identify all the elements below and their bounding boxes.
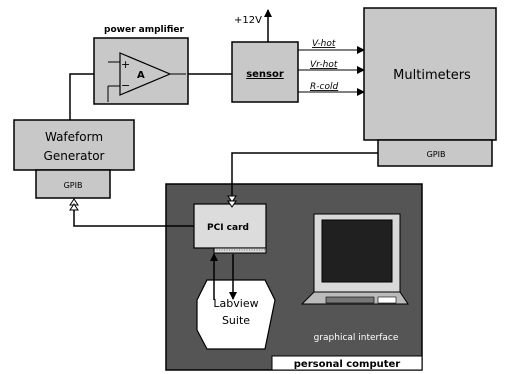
- multimeters-gpib-box: [377, 139, 493, 167]
- pci-card-connector: [213, 247, 267, 254]
- power-amplifier-title: power amplifier: [104, 25, 184, 35]
- waveform-generator-line1: Wafeform: [45, 130, 103, 144]
- labview-line1: Labview: [213, 297, 258, 310]
- multimeters-gpib-label: GPIB: [427, 150, 446, 159]
- gpib-connector-icon: [227, 200, 237, 208]
- generator-gpib-label: GPIB: [64, 181, 83, 190]
- multimeters-label: Multimeters: [393, 68, 471, 83]
- vr-hot-label: Vr-hot: [310, 60, 338, 70]
- pci-card-label: PCI card: [207, 223, 249, 233]
- waveform-generator-line2: Generator: [44, 149, 105, 163]
- personal-computer-label-box: [271, 355, 423, 371]
- waveform-generator-box: [13, 119, 135, 171]
- sensor-box: [231, 41, 299, 103]
- amp-plus-sign: +: [121, 58, 130, 71]
- r-cold-label: R-cold: [310, 82, 338, 92]
- labview-line2: Suite: [222, 314, 250, 327]
- generator-gpib-cable: [73, 208, 194, 227]
- sensor-label: sensor: [246, 69, 284, 80]
- pci-card: [193, 203, 267, 249]
- amp-minus-sign: −: [121, 79, 130, 92]
- multimeter-gpib-cable: [231, 152, 378, 198]
- generator-gpib-box: [35, 169, 111, 199]
- amplifier-symbol: [119, 52, 172, 96]
- generator-to-amp-wire: [69, 73, 94, 120]
- multimeters-box: [363, 7, 497, 141]
- v-hot-label: V-hot: [312, 39, 336, 49]
- supply-label: +12V: [234, 15, 262, 26]
- computer-monitor-icon: [300, 213, 409, 305]
- labview-suite-shape: [196, 279, 276, 350]
- graphical-interface-label: graphical interface: [314, 333, 399, 343]
- gpib-connector-icon: [227, 195, 237, 203]
- gpib-connector-icon: [69, 203, 79, 211]
- amp-label: A: [137, 70, 145, 81]
- personal-computer-label: personal computer: [294, 359, 401, 370]
